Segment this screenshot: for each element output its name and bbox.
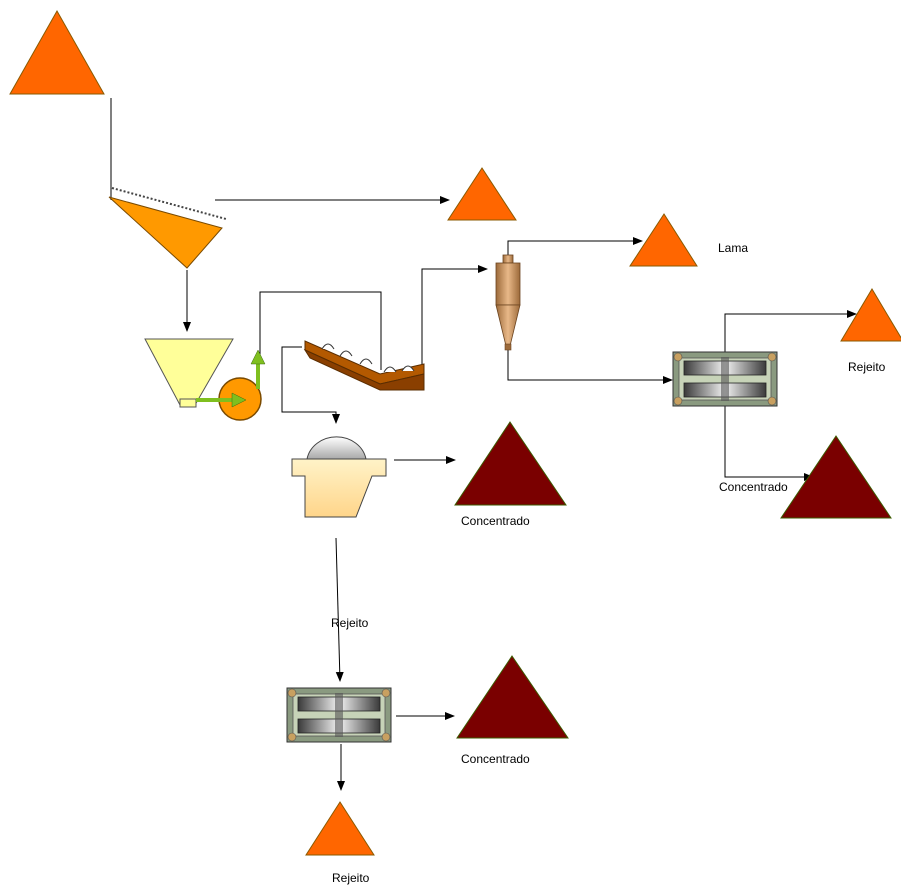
flow-jig-to-separator-bottom [335,537,344,682]
screen-body-icon [108,196,223,269]
pump-outlet-arrow-icon [250,349,266,365]
flow-cyclone-underflow-to-separator [507,350,673,384]
label-rejeito-bottom: Rejeito [332,871,370,885]
magnetic-separator-right [672,351,778,407]
flow-cyclone-overflow-to-lama [507,237,643,258]
magnetic-separator-bottom [286,687,392,743]
label-concentrado-jig: Concentrado [461,514,530,528]
rejeito-right-stockpile-triangle [840,288,901,342]
spiral-coils-icon [321,343,415,373]
spiral-concentrator [303,340,425,391]
concentrado-bottom-triangle [456,655,569,739]
cyclone-cone-icon [495,304,521,347]
hopper-pump [144,338,266,421]
flow-lines [110,98,857,791]
concentrado-right-triangle [780,435,892,519]
flow-spiral-to-cyclone [421,265,488,370]
lama-stockpile-triangle [629,213,698,267]
concentrado-jig-triangle [454,421,567,506]
label-concentrado-bottom: Concentrado [461,752,530,766]
hopper-outlet [179,398,197,408]
oversize-stockpile-triangle [447,167,517,221]
feed-stockpile-triangle [9,9,105,95]
flow-separator-to-concentrado [724,405,814,481]
label-concentrado-right: Concentrado [719,480,788,494]
jig-body-icon [291,458,387,518]
rejeito-bottom-stockpile-triangle [305,801,375,856]
vibrating-screen [108,187,227,269]
label-rejeito-right: Rejeito [848,360,886,374]
label-lama: Lama [718,241,748,255]
label-rejeito-jig: Rejeito [331,616,369,630]
flow-spiral-to-jig [281,346,340,424]
cyclone-overflow-pipe-icon [502,254,514,264]
jig [291,436,387,518]
flow-separator-to-rejeito [724,310,857,353]
cyclone-cylinder-icon [495,262,521,306]
cyclone-apex-icon [504,343,512,351]
jig-dome-icon [306,436,367,460]
flow-pump-to-spiral [259,291,382,370]
spiral-bottom-trough-icon [303,348,425,391]
hydrocyclone [495,254,521,351]
pump-inlet-arrow-icon [231,392,247,408]
